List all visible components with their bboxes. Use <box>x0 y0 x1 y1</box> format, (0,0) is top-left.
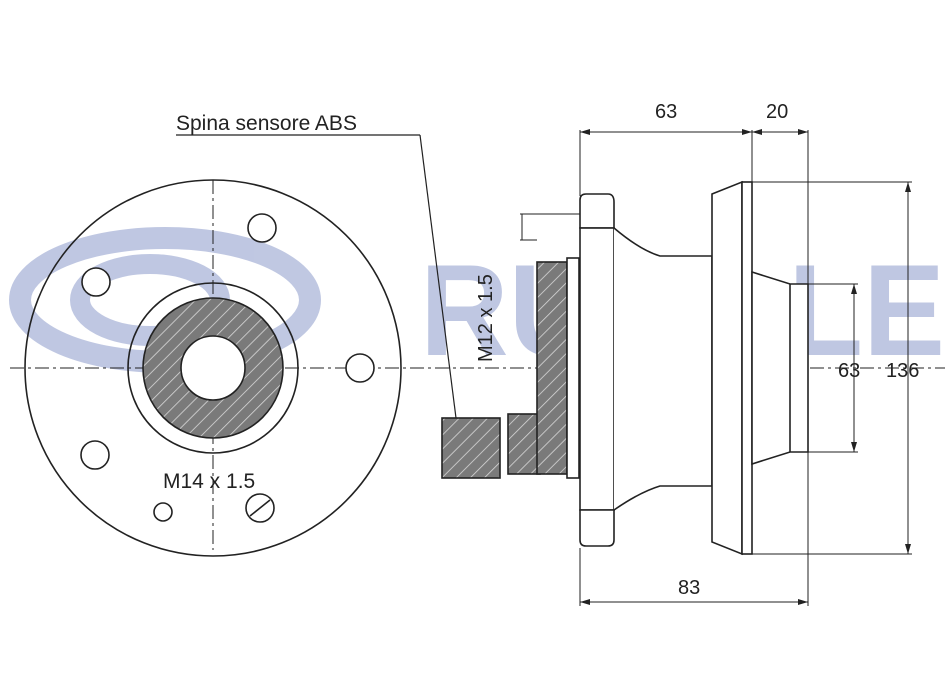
hub-outer-circle <box>127 282 299 454</box>
inner-ring-section <box>536 261 568 475</box>
wheel-flange <box>711 180 743 556</box>
bolt-hole-1 <box>247 213 277 243</box>
label-abs-sensor: Spina sensore ABS <box>176 112 357 135</box>
abs-sensor-plug <box>441 417 501 479</box>
label-thread-hub: M14 x 1.5 <box>163 470 255 493</box>
dim-label-total-length: 83 <box>678 577 700 599</box>
mounting-flange <box>579 227 615 511</box>
dim-label-flange-width: 20 <box>766 101 788 123</box>
flange-ear-bottom <box>579 509 615 547</box>
bolt-hole-3 <box>345 353 375 383</box>
wheel-flange-face <box>741 181 753 555</box>
inner-ring-face <box>566 257 580 479</box>
bolt-hole-2 <box>81 267 111 297</box>
small-hole <box>153 502 173 522</box>
hub-body <box>613 227 713 511</box>
dim-label-flange-diameter: 136 <box>886 360 919 382</box>
dim-label-spigot-diameter: 63 <box>838 360 860 382</box>
bolt-hole-5-slot <box>249 499 271 517</box>
hub-bore-circle <box>180 335 246 401</box>
dim-label-hub-length: 63 <box>655 101 677 123</box>
front-view <box>24 179 402 557</box>
flange-outer-circle <box>24 179 402 557</box>
abs-callout <box>176 134 457 419</box>
side-view <box>441 180 809 556</box>
dimension-lines <box>520 130 912 606</box>
abs-sensor-body <box>507 413 541 475</box>
flange-ear-top <box>579 193 615 229</box>
label-thread-flange: M12 x 1.5 <box>475 274 497 362</box>
abs-callout-leader <box>419 134 457 419</box>
dimension-arrows <box>580 129 911 605</box>
hub-spigot <box>751 270 809 466</box>
bolt-hole-4 <box>80 440 110 470</box>
